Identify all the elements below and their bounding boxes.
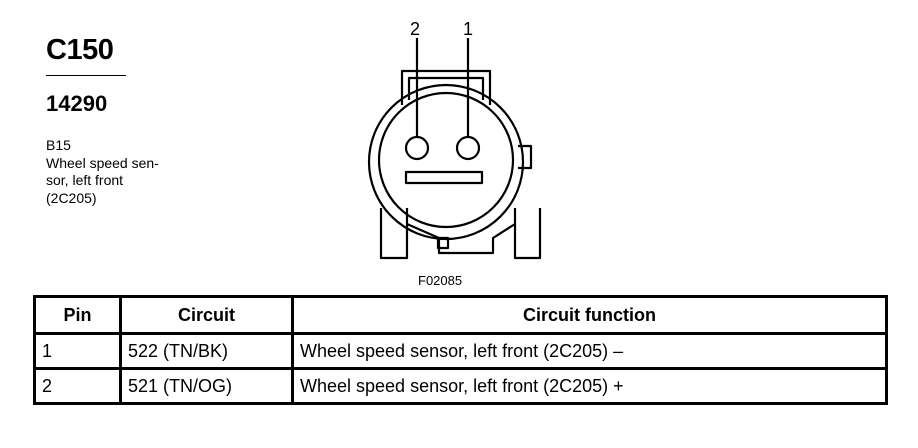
header-circuit-function: Circuit function	[292, 296, 888, 335]
cell-circuit: 521 (TN/OG)	[120, 368, 294, 405]
pin-table: Pin Circuit Circuit function 1 522 (TN/B…	[33, 295, 888, 405]
table-row: 1 522 (TN/BK) Wheel speed sensor, left f…	[34, 333, 888, 370]
description-line: (2C205)	[46, 189, 97, 206]
description-line: sor, left front	[46, 172, 124, 188]
connector-latch	[518, 144, 533, 170]
header-pin: Pin	[34, 296, 122, 335]
part-number: 14290	[46, 91, 108, 116]
description-line: Wheel speed sen-	[46, 154, 159, 171]
cell-function: Wheel speed sensor, left front (2C205) –	[292, 333, 888, 370]
table-row: 2 521 (TN/OG) Wheel speed sensor, left f…	[34, 368, 888, 405]
connector-outer-body	[367, 83, 525, 241]
connector-key-slot	[404, 170, 484, 185]
pin-label-2: 2	[410, 19, 420, 39]
connector-legs	[379, 208, 542, 260]
title-rule	[46, 75, 126, 76]
connector-top-housing	[400, 69, 492, 105]
pin-2-cavity	[404, 135, 430, 161]
header-circuit: Circuit	[120, 296, 294, 335]
connector-description: B15 Wheel speed sen- sor, left front (2C…	[46, 137, 159, 207]
connector-inner-ring	[377, 91, 515, 229]
pin-1-cavity	[455, 135, 481, 161]
connector-id: C150	[46, 34, 114, 66]
figure-id: F02085	[418, 273, 463, 288]
location-code: B15	[46, 137, 71, 153]
pin-label-1: 1	[463, 19, 473, 39]
connector-face-drawing: 2 1	[367, 19, 542, 260]
cell-pin: 2	[34, 368, 122, 405]
cell-function: Wheel speed sensor, left front (2C205) +	[292, 368, 888, 405]
cell-pin: 1	[34, 333, 122, 370]
table-header-row: Pin Circuit Circuit function	[34, 296, 888, 335]
cell-circuit: 522 (TN/BK)	[120, 333, 294, 370]
